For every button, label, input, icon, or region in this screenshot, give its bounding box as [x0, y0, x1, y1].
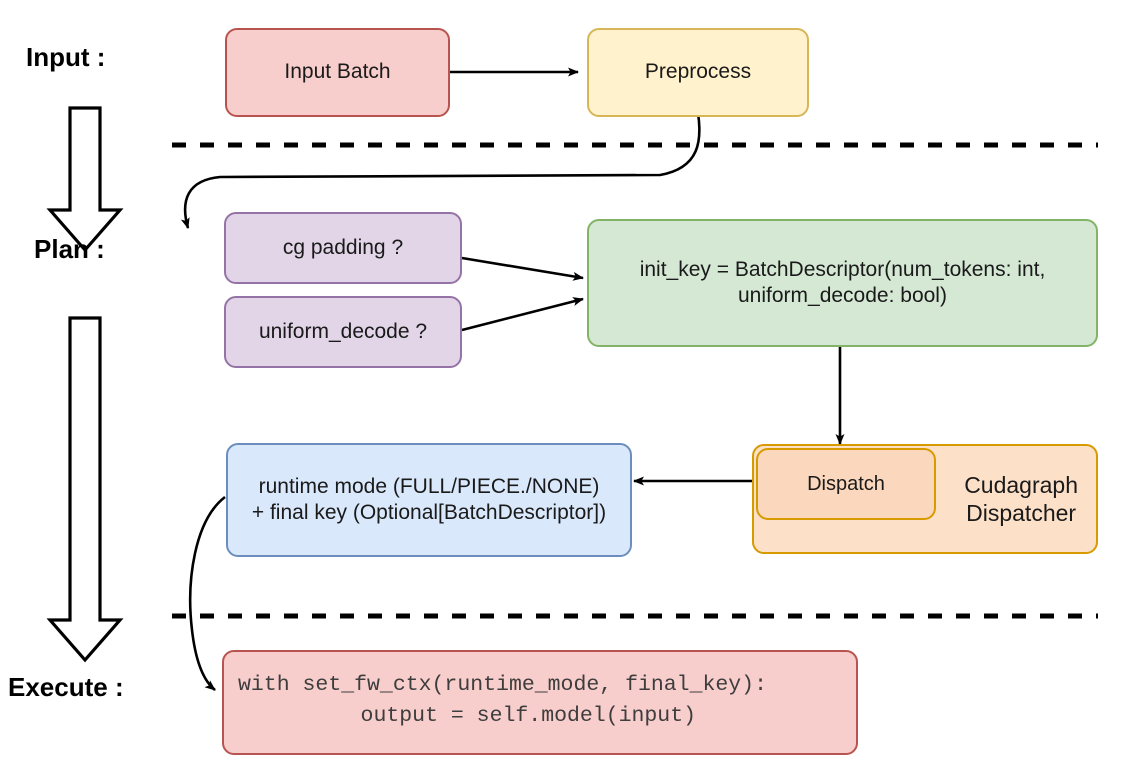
stage-label-input: Input :: [26, 42, 106, 72]
plan-to-execute-big-arrow: [46, 316, 124, 663]
arrow-uniform-decode-to-init-key: [461, 297, 584, 332]
node-dispatch[interactable]: Dispatch: [756, 448, 936, 520]
node-dispatch-label: Dispatch: [807, 472, 885, 495]
node-uniform-decode[interactable]: uniform_decode ?: [224, 296, 462, 368]
arrow-cg-padding-to-init-key: [461, 256, 584, 281]
node-cg-padding[interactable]: cg padding ?: [224, 212, 462, 284]
cudagraph-dispatcher-line1: Cudagraph: [964, 471, 1078, 498]
execute-code-line1: with set_fw_ctx(runtime_mode, final_key)…: [238, 673, 767, 697]
node-init-key[interactable]: init_key = BatchDescriptor(num_tokens: i…: [587, 219, 1098, 347]
node-input-batch-label: Input Batch: [284, 60, 391, 84]
node-cg-padding-label: cg padding ?: [282, 235, 404, 259]
node-runtime-mode-text: runtime mode (FULL/PIECE./NONE) + final …: [252, 474, 606, 527]
node-preprocess[interactable]: Preprocess: [587, 28, 809, 117]
node-init-key-line2: uniform_decode: bool): [738, 284, 947, 307]
node-execute-code[interactable]: with set_fw_ctx(runtime_mode, final_key)…: [222, 650, 858, 755]
input-to-plan-big-arrow: [46, 106, 124, 253]
node-runtime-mode[interactable]: runtime mode (FULL/PIECE./NONE) + final …: [226, 443, 632, 557]
cudagraph-dispatcher-line2: Dispatcher: [966, 500, 1077, 526]
node-runtime-mode-line1: runtime mode (FULL/PIECE./NONE): [258, 474, 600, 498]
arrow-runtime-mode-to-execute-code: [189, 495, 226, 692]
node-preprocess-label: Preprocess: [644, 60, 752, 84]
node-execute-code-text: with set_fw_ctx(runtime_mode, final_key)…: [238, 670, 767, 732]
arrow-preprocess-to-cg-padding: [180, 112, 701, 229]
node-uniform-decode-label: uniform_decode ?: [258, 319, 428, 343]
node-cudagraph-dispatcher-label: Cudagraph Dispatcher: [964, 471, 1078, 527]
node-init-key-line1: init_key = BatchDescriptor(num_tokens: i…: [639, 257, 1046, 281]
node-init-key-text: init_key = BatchDescriptor(num_tokens: i…: [640, 257, 1046, 310]
stage-label-plan: Plan :: [34, 234, 105, 264]
execute-code-line2: output = self.model(input): [308, 704, 697, 729]
stage-label-execute: Execute :: [8, 672, 124, 702]
node-runtime-mode-line2: + final key (Optional[BatchDescriptor]): [251, 501, 607, 524]
node-input-batch[interactable]: Input Batch: [225, 28, 450, 117]
